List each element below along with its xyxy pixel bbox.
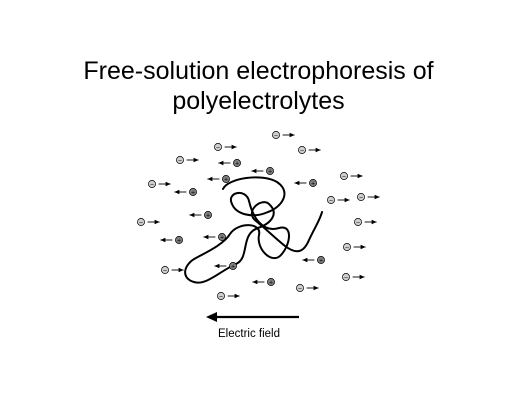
anion-circle (148, 180, 156, 188)
anion-ion: − (327, 196, 350, 204)
cation-circle (175, 236, 183, 244)
anion-circle (357, 193, 365, 201)
minus-sign: − (298, 286, 303, 292)
minus-sign: − (219, 294, 224, 300)
cation-ion: + (160, 236, 183, 244)
anion-ion: − (176, 156, 199, 164)
anion-circle (176, 156, 184, 164)
anion-circle (298, 146, 306, 154)
minus-sign: − (356, 220, 361, 226)
minus-sign: − (178, 158, 183, 164)
plus-sign: + (235, 161, 240, 167)
anion-circle (272, 131, 280, 139)
anion-circle (340, 172, 348, 180)
plus-sign: + (206, 213, 211, 219)
anion-ion: − (272, 131, 295, 139)
cation-circle (218, 233, 226, 241)
anion-ion: − (354, 218, 377, 226)
slide-title: Free-solution electrophoresis of polyele… (0, 56, 517, 116)
anion-circle (137, 218, 145, 226)
ions-layer: − − − − − − − − − − − − − − − + + + + + + + + + + + (137, 131, 380, 300)
cation-circle (204, 211, 212, 219)
field-arrow-head (206, 312, 217, 322)
cation-circle (233, 159, 241, 167)
minus-sign: − (344, 275, 349, 281)
cation-circle (229, 262, 237, 270)
minus-sign: − (359, 195, 364, 201)
cation-ion: + (203, 233, 226, 241)
minus-sign: − (329, 198, 334, 204)
minus-sign: − (274, 133, 279, 139)
cation-ion: + (251, 167, 274, 175)
cation-circle (189, 188, 197, 196)
plus-sign: + (177, 238, 182, 244)
plus-sign: + (311, 181, 316, 187)
minus-sign: − (300, 148, 305, 154)
plus-sign: + (319, 258, 324, 264)
anion-ion: − (137, 218, 160, 226)
cation-ion: + (207, 175, 230, 183)
anion-ion: − (343, 243, 366, 251)
cation-circle (266, 167, 274, 175)
anion-circle (342, 273, 350, 281)
cation-ion: + (302, 256, 325, 264)
cation-circle (309, 179, 317, 187)
anion-circle (161, 266, 169, 274)
minus-sign: − (150, 182, 155, 188)
plus-sign: + (268, 169, 273, 175)
anion-ion: − (214, 143, 237, 151)
plus-sign: + (224, 177, 229, 183)
polymer-chain (184, 176, 323, 284)
anion-circle (296, 284, 304, 292)
cation-circle (267, 278, 275, 286)
cation-circle (222, 175, 230, 183)
minus-sign: − (163, 268, 168, 274)
plus-sign: + (220, 235, 225, 241)
slide-title-line-2: polyelectrolytes (172, 87, 345, 115)
cation-circle (317, 256, 325, 264)
anion-ion: − (357, 193, 380, 201)
anion-ion: − (340, 172, 363, 180)
anion-ion: − (298, 146, 321, 154)
anion-circle (217, 292, 225, 300)
plus-sign: + (191, 190, 196, 196)
minus-sign: − (342, 174, 347, 180)
anion-circle (354, 218, 362, 226)
cation-ion: + (218, 159, 241, 167)
minus-sign: − (345, 245, 350, 251)
anion-ion: − (161, 266, 184, 274)
cation-ion: + (252, 278, 275, 286)
anion-circle (343, 243, 351, 251)
plus-sign: + (269, 280, 274, 286)
cation-ion: + (214, 262, 237, 270)
anion-circle (214, 143, 222, 151)
minus-sign: − (139, 220, 144, 226)
minus-sign: − (216, 145, 221, 151)
cation-ion: + (174, 188, 197, 196)
anion-ion: − (217, 292, 240, 300)
anion-circle (327, 196, 335, 204)
anion-ion: − (296, 284, 319, 292)
slide-title-line-1: Free-solution electrophoresis of (83, 57, 434, 85)
cation-ion: + (189, 211, 212, 219)
anion-ion: − (342, 273, 365, 281)
anion-ion: − (148, 180, 171, 188)
plus-sign: + (231, 264, 236, 270)
cation-ion: + (294, 179, 317, 187)
electric-field-label: Electric field (218, 328, 280, 340)
